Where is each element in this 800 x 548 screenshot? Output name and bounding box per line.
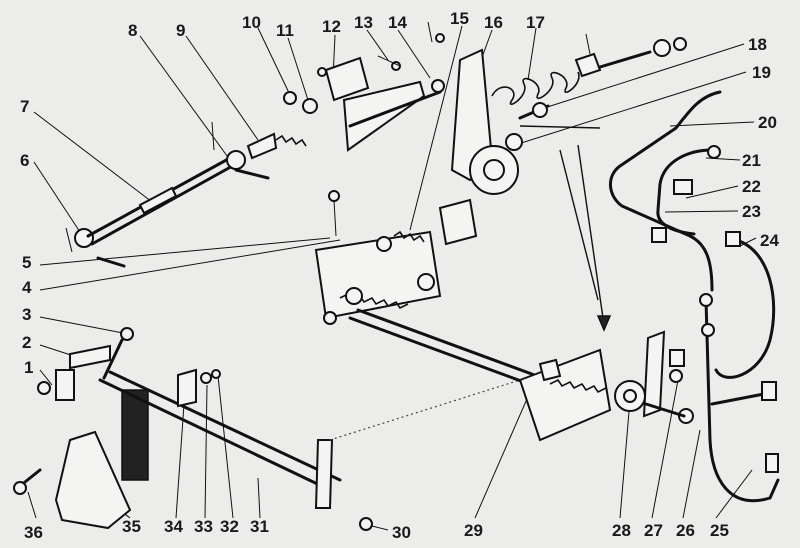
clip-22 <box>673 179 693 195</box>
central-linkage-assembly <box>314 190 550 390</box>
washer <box>200 372 212 384</box>
callout-30: 30 <box>392 523 411 542</box>
return-spring <box>549 378 607 394</box>
pipe-21 <box>656 148 714 236</box>
pipe-20 <box>609 90 722 292</box>
pivot-block <box>324 56 370 102</box>
callout-27: 27 <box>644 521 663 540</box>
left-bracket-assembly <box>37 327 134 401</box>
callout-29: 29 <box>464 521 483 540</box>
callout-labels: 1 2 3 4 5 6 7 8 9 10 11 12 13 14 15 16 1… <box>20 9 779 542</box>
callout-31: 31 <box>250 517 269 536</box>
callout-21: 21 <box>742 151 761 170</box>
hose-25 <box>704 298 780 503</box>
callout-7: 7 <box>20 97 29 116</box>
callout-36: 36 <box>24 523 43 542</box>
washer-26 <box>678 408 694 424</box>
callout-24: 24 <box>760 231 779 250</box>
callout-32: 32 <box>220 517 239 536</box>
callout-4: 4 <box>22 278 32 297</box>
bolt-nut-set <box>505 102 550 151</box>
callout-12: 12 <box>322 17 341 36</box>
bolt-head <box>120 327 134 341</box>
support-bracket <box>342 80 426 152</box>
callout-35: 35 <box>122 517 141 536</box>
callout-8: 8 <box>128 21 137 40</box>
callout-19: 19 <box>752 63 771 82</box>
cross-shaft-assembly <box>13 368 521 531</box>
spring-rod <box>588 50 652 72</box>
callout-23: 23 <box>742 202 761 221</box>
callout-9: 9 <box>176 21 185 40</box>
callout-16: 16 <box>484 13 503 32</box>
bell-crank-assembly <box>427 21 687 195</box>
end-nut <box>359 517 373 531</box>
lever-plate <box>518 348 612 442</box>
nut <box>302 98 318 114</box>
callout-2: 2 <box>22 333 31 352</box>
clamp <box>438 198 478 246</box>
nut <box>211 369 221 379</box>
upper-bracket-assembly <box>283 55 445 152</box>
nut-27 <box>669 369 683 383</box>
clevis-pin <box>96 256 126 268</box>
bracket-plate <box>54 430 132 530</box>
clamp-block <box>177 368 197 408</box>
washer <box>37 381 51 395</box>
callout-13: 13 <box>354 13 373 32</box>
callout-25: 25 <box>710 521 729 540</box>
fuel-line-assembly <box>609 90 780 503</box>
callout-26: 26 <box>676 521 695 540</box>
nut-19 <box>505 133 523 151</box>
nut <box>653 39 671 57</box>
chain-link <box>329 379 521 441</box>
callout-15: 15 <box>450 9 469 28</box>
rod-end <box>226 150 246 170</box>
cross-rod <box>98 378 332 492</box>
throttle-lever-assembly <box>518 330 694 442</box>
bracket-arm <box>642 330 666 418</box>
callout-14: 14 <box>388 13 407 32</box>
washer <box>283 91 297 105</box>
callout-10: 10 <box>242 13 261 32</box>
callout-33: 33 <box>194 517 213 536</box>
callout-1: 1 <box>24 358 33 377</box>
callout-5: 5 <box>22 253 31 272</box>
tension-spring <box>491 71 580 106</box>
leader-lines <box>27 25 757 531</box>
callout-11: 11 <box>276 21 294 40</box>
connector <box>761 381 777 401</box>
adjustable-link-assembly <box>65 121 307 268</box>
small-bracket <box>55 369 75 401</box>
clevis <box>246 132 278 160</box>
callout-6: 6 <box>20 151 29 170</box>
callout-28: 28 <box>612 521 631 540</box>
drop-lever <box>314 439 334 509</box>
callout-22: 22 <box>742 177 761 196</box>
callout-3: 3 <box>22 305 31 324</box>
mounting-post <box>121 389 149 481</box>
clip-23 <box>651 227 667 243</box>
rod-end <box>74 228 94 248</box>
arrow-head-icon <box>596 315 612 332</box>
callout-34: 34 <box>164 517 183 536</box>
main-shaft <box>348 316 542 390</box>
clip <box>669 349 685 367</box>
callout-20: 20 <box>758 113 777 132</box>
callout-17: 17 <box>526 13 545 32</box>
callout-18: 18 <box>748 35 767 54</box>
turnbuckle <box>138 186 178 215</box>
hose-24 <box>714 238 776 379</box>
